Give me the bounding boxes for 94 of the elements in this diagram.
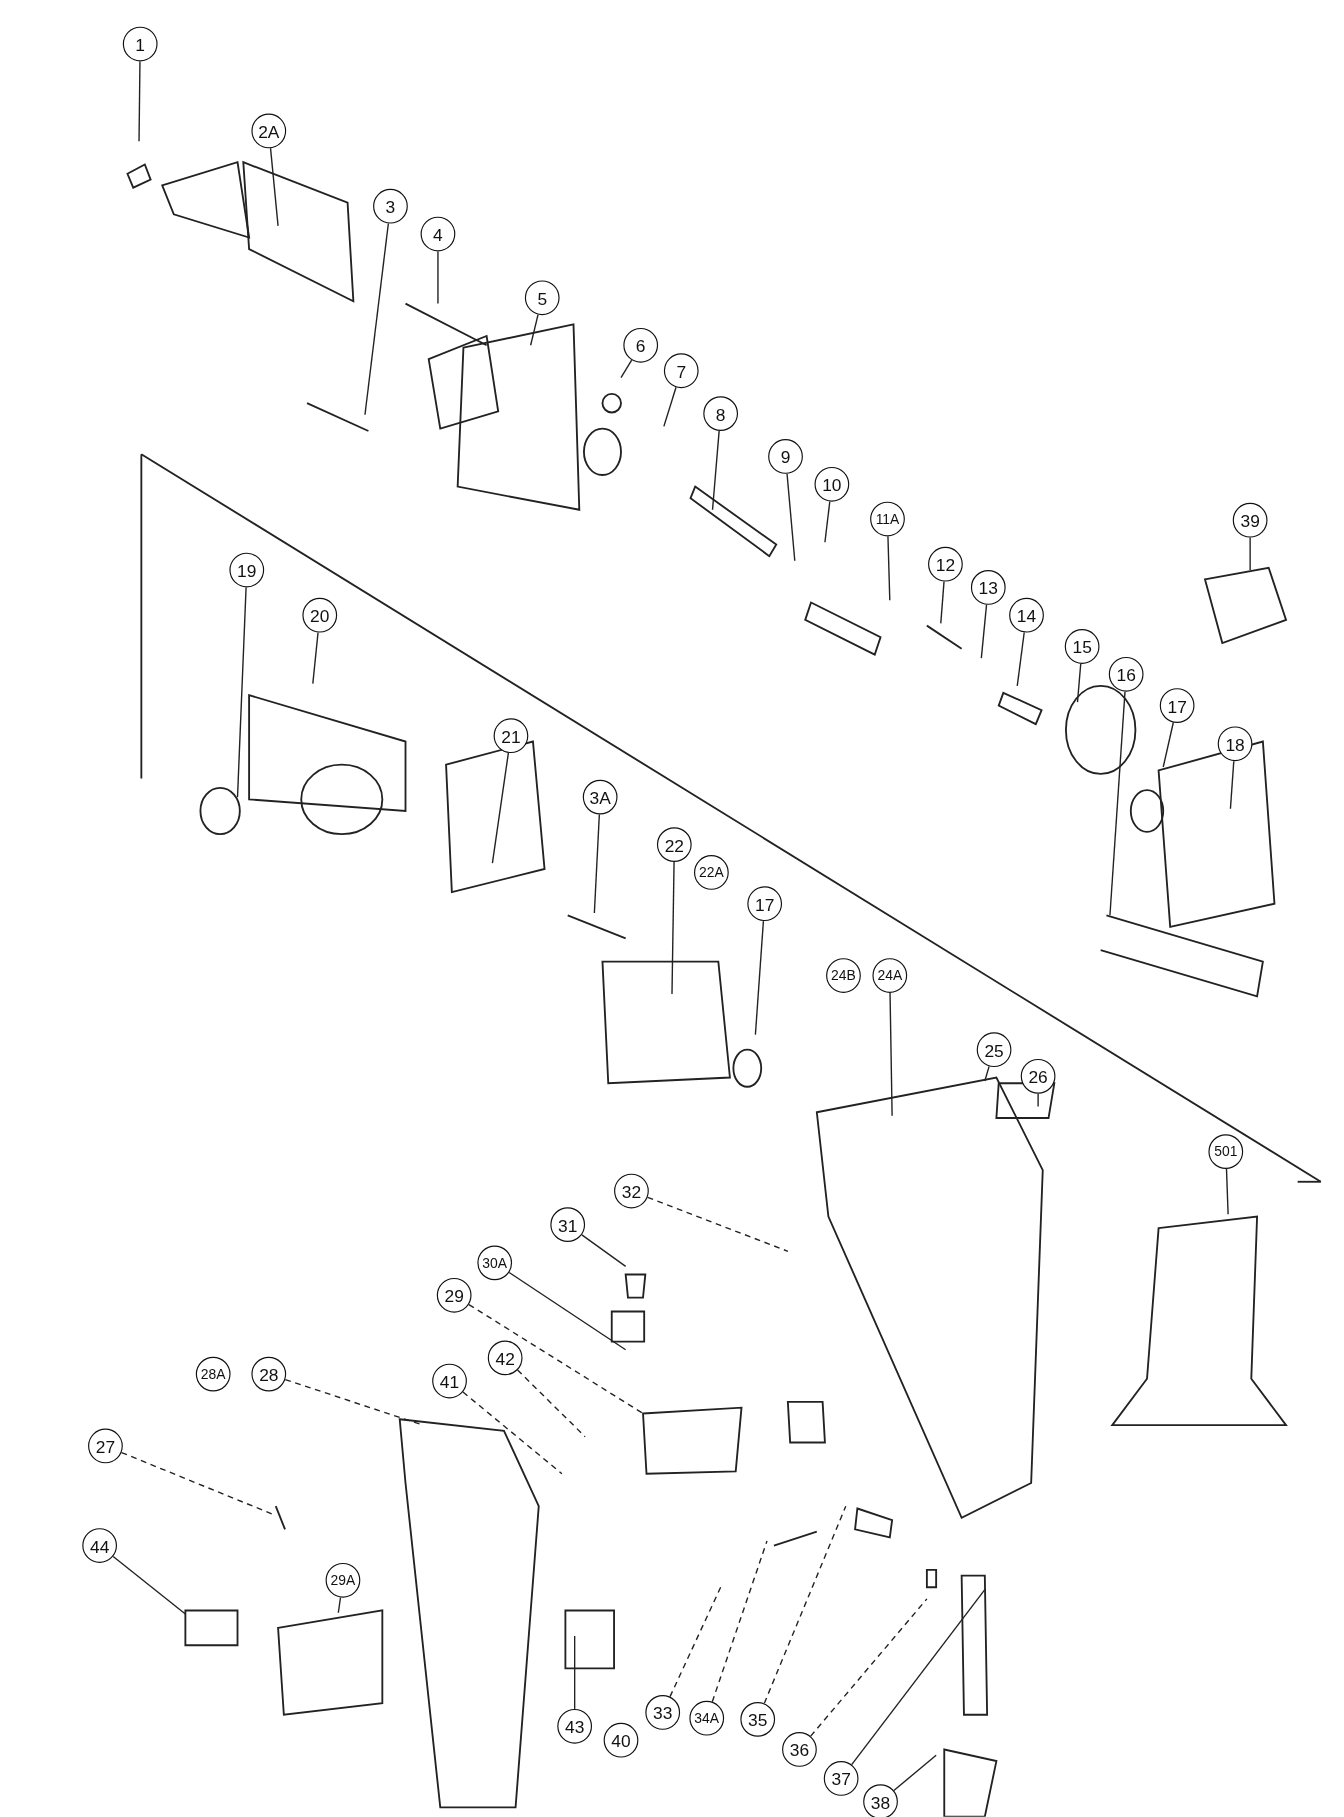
leader-line bbox=[468, 1303, 644, 1415]
callout-number: 42 bbox=[487, 1340, 523, 1376]
callout-number: 17 bbox=[1159, 688, 1195, 723]
callout-number: 10 bbox=[814, 466, 850, 502]
callout-number: 12 bbox=[928, 546, 963, 582]
callout-number: 44 bbox=[82, 1528, 117, 1563]
leader-line bbox=[269, 147, 279, 227]
callout-number: 35 bbox=[740, 1702, 776, 1737]
callout-number: 36 bbox=[782, 1732, 817, 1767]
leader-line bbox=[236, 586, 247, 798]
callout-number: 28A bbox=[195, 1356, 231, 1392]
callout-number: 22A bbox=[694, 855, 729, 890]
leader-line bbox=[1016, 631, 1025, 687]
leader-line bbox=[940, 580, 945, 625]
leader-line bbox=[671, 861, 675, 995]
leader-line bbox=[491, 752, 510, 864]
callout-number: 40 bbox=[603, 1722, 639, 1758]
leader-line bbox=[851, 1588, 986, 1766]
callout-number: 32 bbox=[614, 1173, 649, 1209]
leader-line bbox=[529, 314, 539, 346]
callout-number: 6 bbox=[623, 327, 659, 363]
leader-line bbox=[620, 359, 633, 379]
callout-number: 14 bbox=[1009, 597, 1044, 633]
leader-line bbox=[754, 920, 765, 1036]
callout-number: 8 bbox=[703, 396, 739, 431]
leader-line bbox=[980, 603, 988, 659]
callout-number: 15 bbox=[1064, 629, 1100, 664]
callout-number: 17 bbox=[747, 886, 783, 922]
leader-line bbox=[887, 535, 891, 601]
callout-number: 26 bbox=[1020, 1058, 1056, 1094]
leader-line bbox=[1229, 760, 1235, 810]
leader-line bbox=[669, 1586, 722, 1698]
leader-line bbox=[809, 1598, 928, 1737]
leader-line bbox=[516, 1369, 586, 1438]
callout-number: 29 bbox=[436, 1277, 472, 1313]
callout-number: 16 bbox=[1108, 656, 1144, 692]
callout-number: 25 bbox=[976, 1032, 1012, 1068]
leader-line bbox=[138, 60, 141, 143]
callout-number: 37 bbox=[823, 1761, 859, 1796]
callout-number: 24B bbox=[826, 958, 861, 993]
callout-number: 9 bbox=[768, 439, 803, 474]
callout-number: 43 bbox=[557, 1708, 593, 1744]
leader-line bbox=[711, 430, 720, 511]
callout-number: 30A bbox=[477, 1245, 513, 1281]
callout-number: 13 bbox=[970, 570, 1006, 605]
leader-line bbox=[763, 1505, 847, 1704]
leader-line bbox=[112, 1555, 187, 1615]
leader-line bbox=[508, 1271, 627, 1351]
leader-line bbox=[786, 473, 796, 562]
leader-line bbox=[824, 500, 831, 543]
callout-number: 39 bbox=[1232, 502, 1268, 538]
callout-number: 21 bbox=[493, 718, 529, 754]
callout-number: 4 bbox=[420, 216, 456, 252]
leader-line bbox=[893, 1754, 937, 1792]
callout-number: 27 bbox=[88, 1428, 123, 1464]
callout-number: 3A bbox=[582, 779, 618, 815]
callout-number: 501 bbox=[1208, 1134, 1244, 1170]
leader-line bbox=[1249, 536, 1251, 571]
callout-number: 11A bbox=[870, 501, 905, 537]
callout-number: 31 bbox=[550, 1207, 586, 1242]
leader-line bbox=[593, 813, 601, 914]
leader-line bbox=[462, 1391, 563, 1475]
callout-number: 5 bbox=[524, 280, 560, 316]
leader-line bbox=[364, 222, 390, 416]
leader-line bbox=[984, 1065, 990, 1082]
leader-line bbox=[663, 386, 677, 428]
callout-number: 41 bbox=[432, 1363, 467, 1399]
leader-line bbox=[1109, 691, 1126, 916]
callout-number: 7 bbox=[663, 353, 699, 389]
leader-line bbox=[646, 1196, 789, 1252]
leader-line bbox=[1162, 721, 1174, 768]
leader-line bbox=[573, 1635, 576, 1710]
leader-line bbox=[1037, 1093, 1039, 1108]
leader-line bbox=[889, 992, 893, 1117]
leader-line bbox=[581, 1234, 627, 1268]
callout-number: 22 bbox=[656, 827, 692, 862]
callout-number: 2A bbox=[251, 113, 287, 149]
callout-number: 33 bbox=[645, 1695, 681, 1730]
callout-number: 20 bbox=[302, 597, 338, 633]
callout-number: 28 bbox=[251, 1356, 287, 1392]
callout-number: 3 bbox=[373, 188, 408, 224]
callout-number: 29A bbox=[325, 1562, 361, 1598]
leader-line bbox=[1076, 663, 1082, 703]
callout-number: 18 bbox=[1217, 726, 1253, 762]
leader-line bbox=[711, 1540, 768, 1703]
callout-number: 24A bbox=[872, 958, 908, 993]
callout-number: 1 bbox=[122, 26, 158, 62]
leader-line bbox=[337, 1596, 342, 1614]
callout-number: 19 bbox=[229, 552, 265, 588]
callout-number: 38 bbox=[863, 1784, 898, 1817]
leader-line bbox=[437, 250, 439, 305]
leader-line bbox=[1225, 1168, 1229, 1215]
callout-number: 34A bbox=[689, 1700, 725, 1736]
leader-line bbox=[312, 631, 319, 685]
